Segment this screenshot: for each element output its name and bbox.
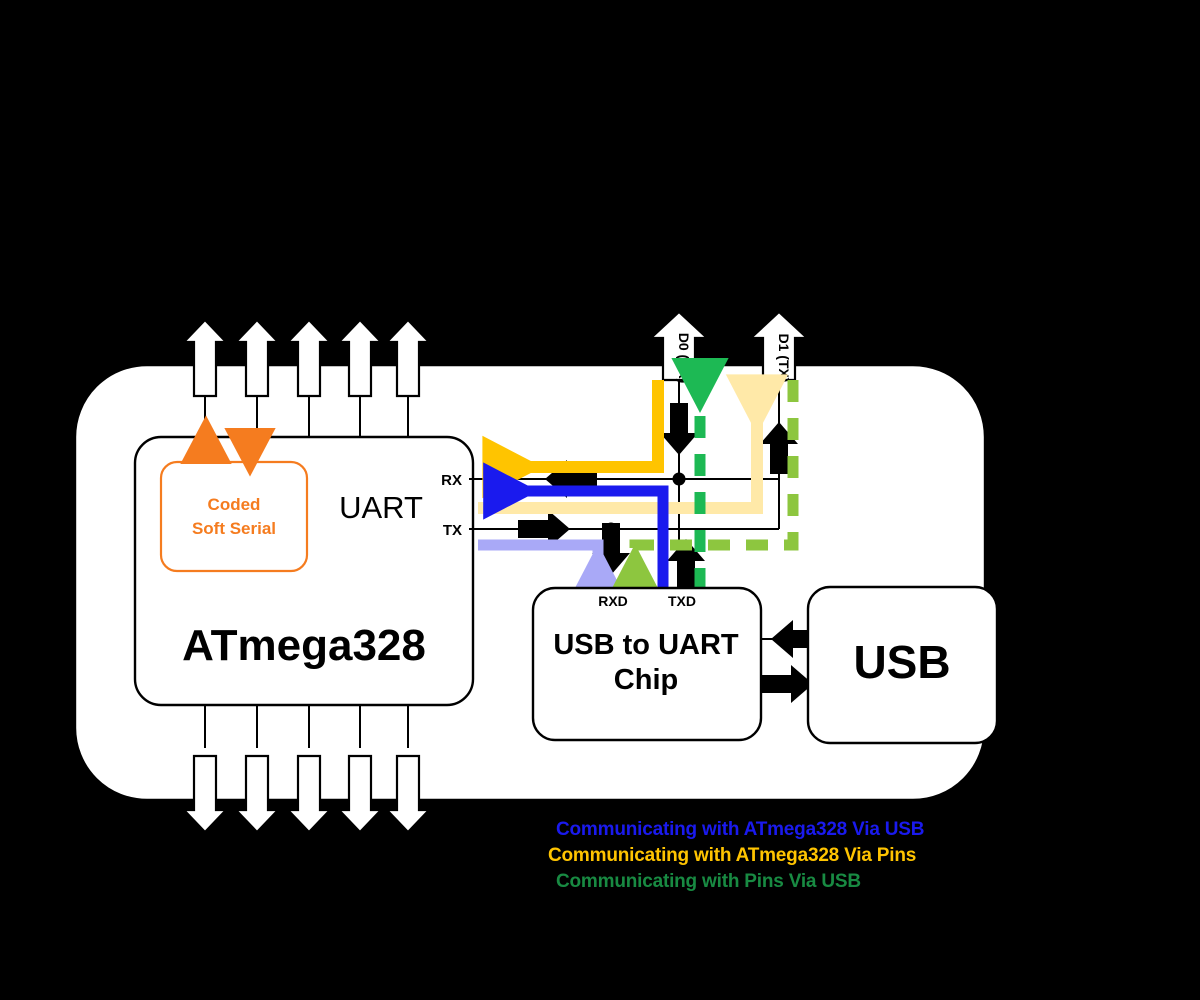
- rxd-pin-label: RXD: [598, 593, 628, 609]
- junction-dot-rx: [672, 472, 686, 486]
- coded-soft-serial-box[interactable]: Coded Soft Serial: [159, 415, 309, 573]
- uart-tx-label: TX: [443, 522, 462, 539]
- usb-label: USB: [853, 636, 950, 688]
- chip-usb-link: [761, 620, 823, 703]
- uart-rx-label: RX: [441, 472, 462, 489]
- path-cream-atmega-to-pins: [478, 374, 789, 514]
- d0-pin-label: D0 (RX): [676, 333, 692, 384]
- legend-item-usb: Communicating with ATmega328 Via USB: [556, 819, 925, 840]
- atmega328-label: ATmega328: [182, 621, 426, 670]
- legend-item-pins: Communicating with ATmega328 Via Pins: [548, 845, 917, 866]
- uart-pin-traces: RX TX: [441, 380, 798, 598]
- bottom-header-pins: [182, 705, 431, 834]
- d1-header-pin[interactable]: D1 (TX): [748, 310, 810, 383]
- usb-uart-chip-line2: Chip: [614, 664, 678, 696]
- path-periwinkle-atmega-to-usb: [478, 539, 627, 599]
- usb-to-uart-chip[interactable]: USB to UART Chip RXD TXD: [531, 586, 763, 742]
- soft-serial-line1: Coded: [208, 495, 261, 514]
- legend-item-pins-via-usb: Communicating with Pins Via USB: [556, 871, 861, 892]
- soft-serial-line2: Soft Serial: [192, 519, 276, 538]
- usb-uart-chip-line1: USB to UART: [553, 629, 739, 661]
- path-green-light-pins-to-usb: [606, 380, 799, 599]
- uart-label: UART: [339, 490, 423, 525]
- path-yellow-pins-to-atmega: [482, 380, 664, 499]
- usb-connector-box[interactable]: USB: [806, 585, 999, 745]
- txd-pin-label: TXD: [668, 593, 696, 609]
- d1-pin-label: D1 (TX): [776, 334, 792, 383]
